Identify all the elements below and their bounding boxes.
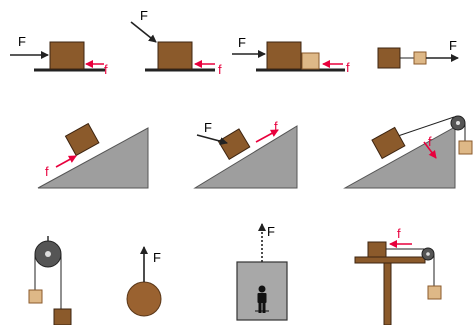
block <box>217 128 251 161</box>
incline <box>37 127 149 189</box>
friction-label: f <box>397 226 401 241</box>
diagram-push-angled: F f <box>130 8 222 77</box>
block <box>371 126 406 160</box>
friction-label: f <box>346 60 350 75</box>
diagram-push-horizontal: F f <box>10 34 108 77</box>
incline <box>343 126 456 189</box>
ball <box>126 281 162 317</box>
force-label: F <box>204 120 212 135</box>
block <box>49 41 85 70</box>
hanging-weight-light <box>28 289 43 304</box>
force-label: F <box>449 38 457 53</box>
pulley-axle <box>45 251 51 257</box>
force-label: F <box>238 35 246 50</box>
rope <box>394 116 455 138</box>
force-arrow <box>196 134 228 146</box>
force-label: F <box>140 8 148 23</box>
diagram-pull-two-blocks: F <box>377 38 459 69</box>
friction-label: f <box>428 134 432 149</box>
friction-label: f <box>218 62 222 77</box>
diagram-push-two-blocks: F f <box>232 35 350 75</box>
block-small <box>301 52 320 70</box>
force-label: F <box>18 34 26 49</box>
force-arrow <box>130 21 157 43</box>
diagram-atwood-machine <box>28 236 72 325</box>
table-top <box>354 256 426 264</box>
block-small <box>413 51 427 65</box>
diagram-ball-lifted: F <box>126 246 162 317</box>
force-label: F <box>267 224 275 239</box>
hanging-weight <box>458 140 473 155</box>
block-large <box>377 47 401 69</box>
force-label: F <box>153 250 161 265</box>
person-icon <box>255 285 269 313</box>
incline <box>193 125 298 189</box>
diagram-block-on-incline: f <box>37 122 149 189</box>
diagram-incline-with-pulley: f <box>343 115 473 189</box>
pulley-axle <box>426 252 430 256</box>
hanging-weight <box>427 285 442 300</box>
block <box>157 41 193 70</box>
block-large <box>266 41 302 70</box>
friction-arrow <box>255 129 279 143</box>
friction-label: f <box>274 119 278 134</box>
pulley-axle <box>456 121 460 125</box>
friction-arrow <box>423 141 437 159</box>
diagram-elevator: F <box>236 223 288 321</box>
friction-arrow <box>55 155 77 168</box>
friction-label: f <box>104 62 108 77</box>
table-leg <box>383 262 392 325</box>
block <box>367 241 387 258</box>
diagram-table-pulley: f <box>354 226 442 325</box>
block <box>64 122 100 157</box>
diagram-push-on-incline: F f <box>193 119 298 189</box>
friction-label: f <box>45 164 49 179</box>
hanging-weight-heavy <box>53 308 72 325</box>
